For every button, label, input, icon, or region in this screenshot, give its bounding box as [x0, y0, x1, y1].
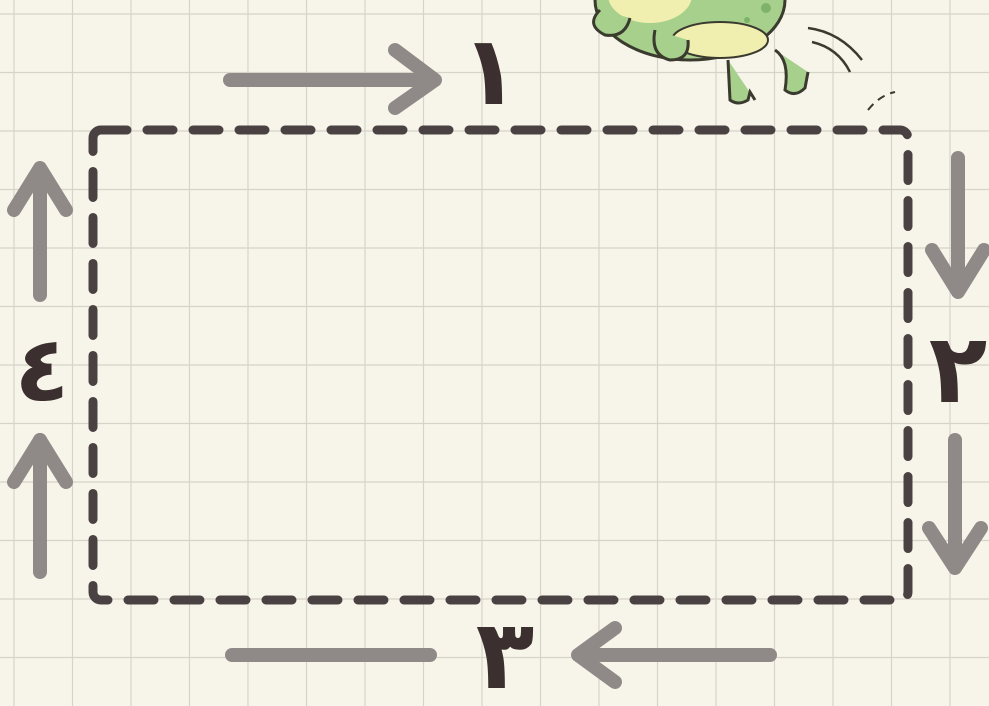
numeral-bottom: ٣	[476, 599, 535, 706]
numeral-left: ٤	[15, 317, 70, 422]
numeral-top: ١	[461, 15, 520, 127]
numeral-right: ٢	[929, 313, 988, 425]
